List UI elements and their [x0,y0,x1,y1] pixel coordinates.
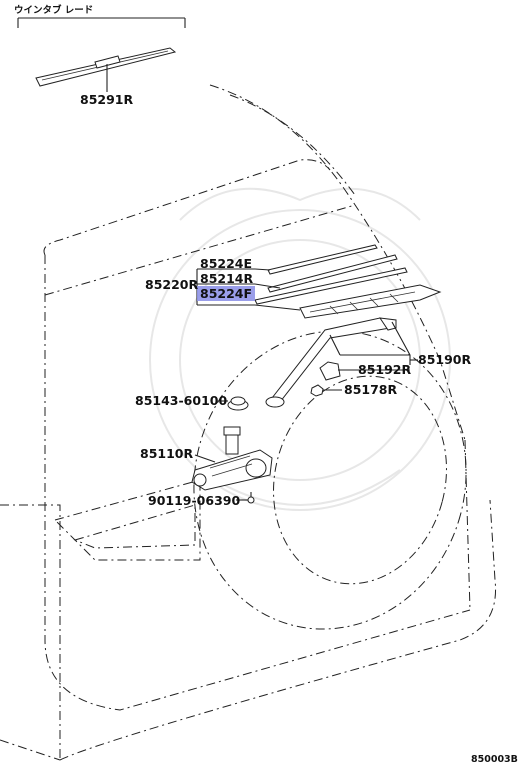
vehicle-body-outline [0,84,497,761]
label-85192R[interactable]: 85192R [358,362,411,377]
label-85190R[interactable]: 85190R [418,352,471,367]
watermark-emblem [149,187,451,511]
wiper-blade-85291R [35,47,177,92]
header-title: ウインタブ レード [14,4,93,16]
nut-85178R [310,384,324,397]
bracket-85190R [329,321,418,371]
label-85224F[interactable]: 85224F [200,286,252,301]
label-85291R[interactable]: 85291R [80,92,133,107]
diagram-code: 850003B [471,754,518,765]
label-85220R[interactable]: 85220R [145,277,198,292]
wiper-motor-85110R [191,426,273,491]
wiper-rubber-strips [254,244,408,305]
arm-cap-85192R [319,361,341,381]
grommet-85143-60100 [220,396,249,411]
highlight-85224F [197,286,255,301]
label-85143-60100[interactable]: 85143-60100 [135,393,227,408]
label-85178R[interactable]: 85178R [344,382,397,397]
spare-tire [193,330,467,630]
wiper-arm-85190R [265,317,397,408]
label-85214R[interactable]: 85214R [200,271,253,286]
label-85224E[interactable]: 85224E [200,256,252,271]
label-90119-06390[interactable]: 90119-06390 [148,493,240,508]
bolt-90119-06390 [236,492,255,504]
rear-blade-assembly [299,284,442,319]
header-bracket [17,17,186,28]
label-85110R[interactable]: 85110R [140,446,193,461]
